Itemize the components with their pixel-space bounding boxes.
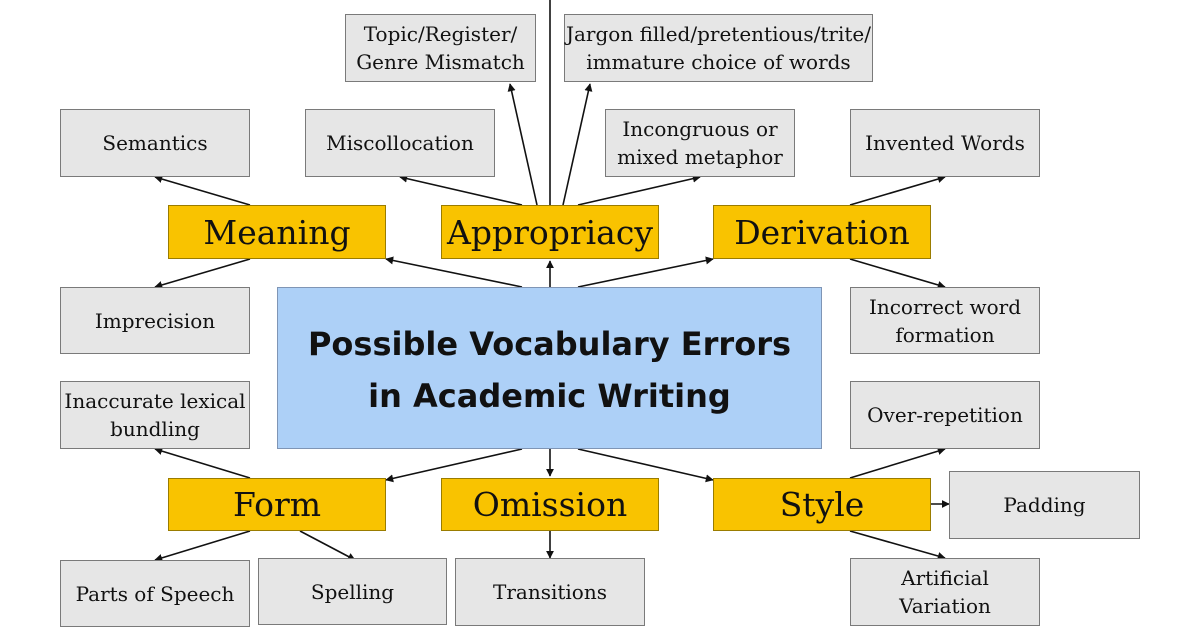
category-form: Form bbox=[168, 478, 386, 531]
central-topic: Possible Vocabulary Errors in Academic W… bbox=[277, 287, 822, 449]
item-inaccurate-lexical-bundling: Inaccurate lexical bundling bbox=[60, 381, 250, 449]
category-appropriacy: Appropriacy bbox=[441, 205, 659, 259]
arrow-center-to-form bbox=[385, 448, 523, 483]
item-topic-register-genre-mismatch: Topic/Register/ Genre Mismatch bbox=[345, 14, 536, 82]
arrow-center-to-meaning bbox=[385, 256, 523, 288]
item-imprecision: Imprecision bbox=[60, 287, 250, 354]
arrow-style-to-repetition bbox=[849, 447, 946, 479]
arrow-style-to-artificial bbox=[849, 530, 946, 560]
arrow-form-to-parts-of-speech bbox=[154, 530, 251, 562]
arrow-center-to-derivation bbox=[577, 256, 714, 288]
item-semantics: Semantics bbox=[60, 109, 250, 177]
arrow-center-to-style bbox=[577, 448, 714, 483]
item-parts-of-speech: Parts of Speech bbox=[60, 560, 250, 627]
arrow-derivation-to-invented bbox=[849, 175, 946, 206]
category-style: Style bbox=[713, 478, 931, 531]
arrow-form-to-bundling bbox=[154, 447, 251, 479]
item-artificial-variation: Artificial Variation bbox=[850, 558, 1040, 626]
item-transitions: Transitions bbox=[455, 558, 645, 626]
item-miscollocation: Miscollocation bbox=[305, 109, 495, 177]
arrow-appropriacy-to-metaphor bbox=[577, 174, 701, 206]
arrow-meaning-to-imprecision bbox=[154, 258, 251, 289]
item-jargon-choice-of-words: Jargon filled/pretentious/trite/ immatur… bbox=[564, 14, 873, 82]
category-meaning: Meaning bbox=[168, 205, 386, 259]
arrow-appropriacy-to-jargon bbox=[562, 83, 593, 206]
item-incongruous-metaphor: Incongruous or mixed metaphor bbox=[605, 109, 795, 177]
item-spelling: Spelling bbox=[258, 558, 447, 625]
category-derivation: Derivation bbox=[713, 205, 931, 259]
item-padding: Padding bbox=[949, 471, 1140, 539]
item-invented-words: Invented Words bbox=[850, 109, 1040, 177]
arrow-derivation-to-formation bbox=[849, 258, 946, 289]
item-incorrect-word-formation: Incorrect word formation bbox=[850, 287, 1040, 354]
arrow-appropriacy-to-miscollocation bbox=[399, 174, 523, 206]
arrow-appropriacy-to-topic bbox=[507, 83, 538, 206]
arrow-form-to-spelling bbox=[299, 530, 356, 561]
arrow-meaning-to-semantics bbox=[154, 175, 251, 206]
item-over-repetition: Over-repetition bbox=[850, 381, 1040, 449]
category-omission: Omission bbox=[441, 478, 659, 531]
